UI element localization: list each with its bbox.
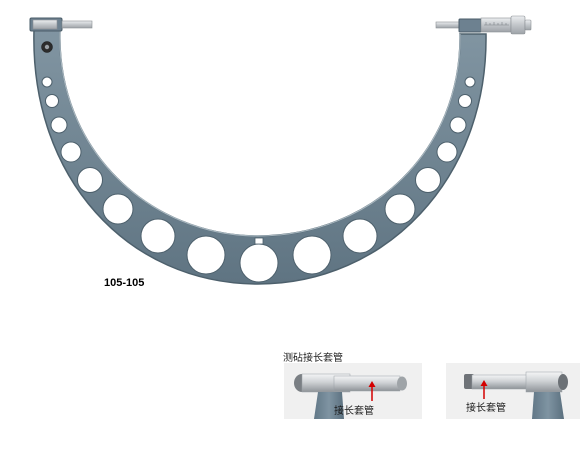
anvil-rod: [61, 20, 93, 29]
frame-slot: [254, 237, 264, 245]
frame-hole: [458, 94, 472, 108]
brand-badge-center: [44, 44, 50, 50]
model-number-label: 105-105: [104, 277, 145, 289]
thimble: [510, 15, 526, 35]
micrometer-illustration: [29, 15, 532, 285]
frame-hole: [415, 167, 441, 193]
frame-hole: [140, 218, 176, 254]
extension-rod: [471, 374, 533, 390]
ratchet-stop: [524, 19, 532, 31]
extension-label-left: 接长套管: [334, 406, 374, 417]
extension-rod: [333, 375, 401, 392]
frame-holes: [41, 76, 476, 283]
frame-hole: [292, 235, 332, 275]
frame-hole: [102, 193, 134, 225]
spindle-assembly: [435, 15, 532, 35]
frame-hole: [41, 76, 53, 88]
red-arrow-icon: [480, 380, 488, 386]
spindle-end: [558, 374, 568, 390]
frame-hole: [186, 235, 226, 275]
frame-section: [314, 392, 344, 419]
extension-label-right: 接长套管: [466, 403, 506, 414]
anvil-tip: [464, 374, 474, 389]
frame-hole: [60, 141, 82, 163]
red-arrow-icon: [368, 381, 376, 387]
anvil-extension-photo-left: 接长套管: [284, 363, 422, 419]
frame-hole: [45, 94, 59, 108]
anvil-assembly: [29, 17, 93, 32]
spindle-sleeve: [525, 371, 563, 393]
micrometer-frame-drawing: [29, 15, 532, 285]
frame-inner-edge: [59, 29, 461, 237]
frame-hole: [449, 116, 467, 134]
frame-hole: [436, 141, 458, 163]
anvil-extension-photo-right: 接长套管: [446, 363, 580, 419]
frame-hole: [239, 243, 279, 283]
frame-hole: [50, 116, 68, 134]
frame-hole: [384, 193, 416, 225]
frame-section: [532, 392, 564, 419]
frame-hole: [464, 76, 476, 88]
rod-end: [397, 376, 407, 391]
spindle-lock: [458, 18, 482, 33]
anvil-extension-caption: 测砧接长套管: [283, 353, 343, 364]
frame-hole: [342, 218, 378, 254]
frame-hole: [77, 167, 103, 193]
